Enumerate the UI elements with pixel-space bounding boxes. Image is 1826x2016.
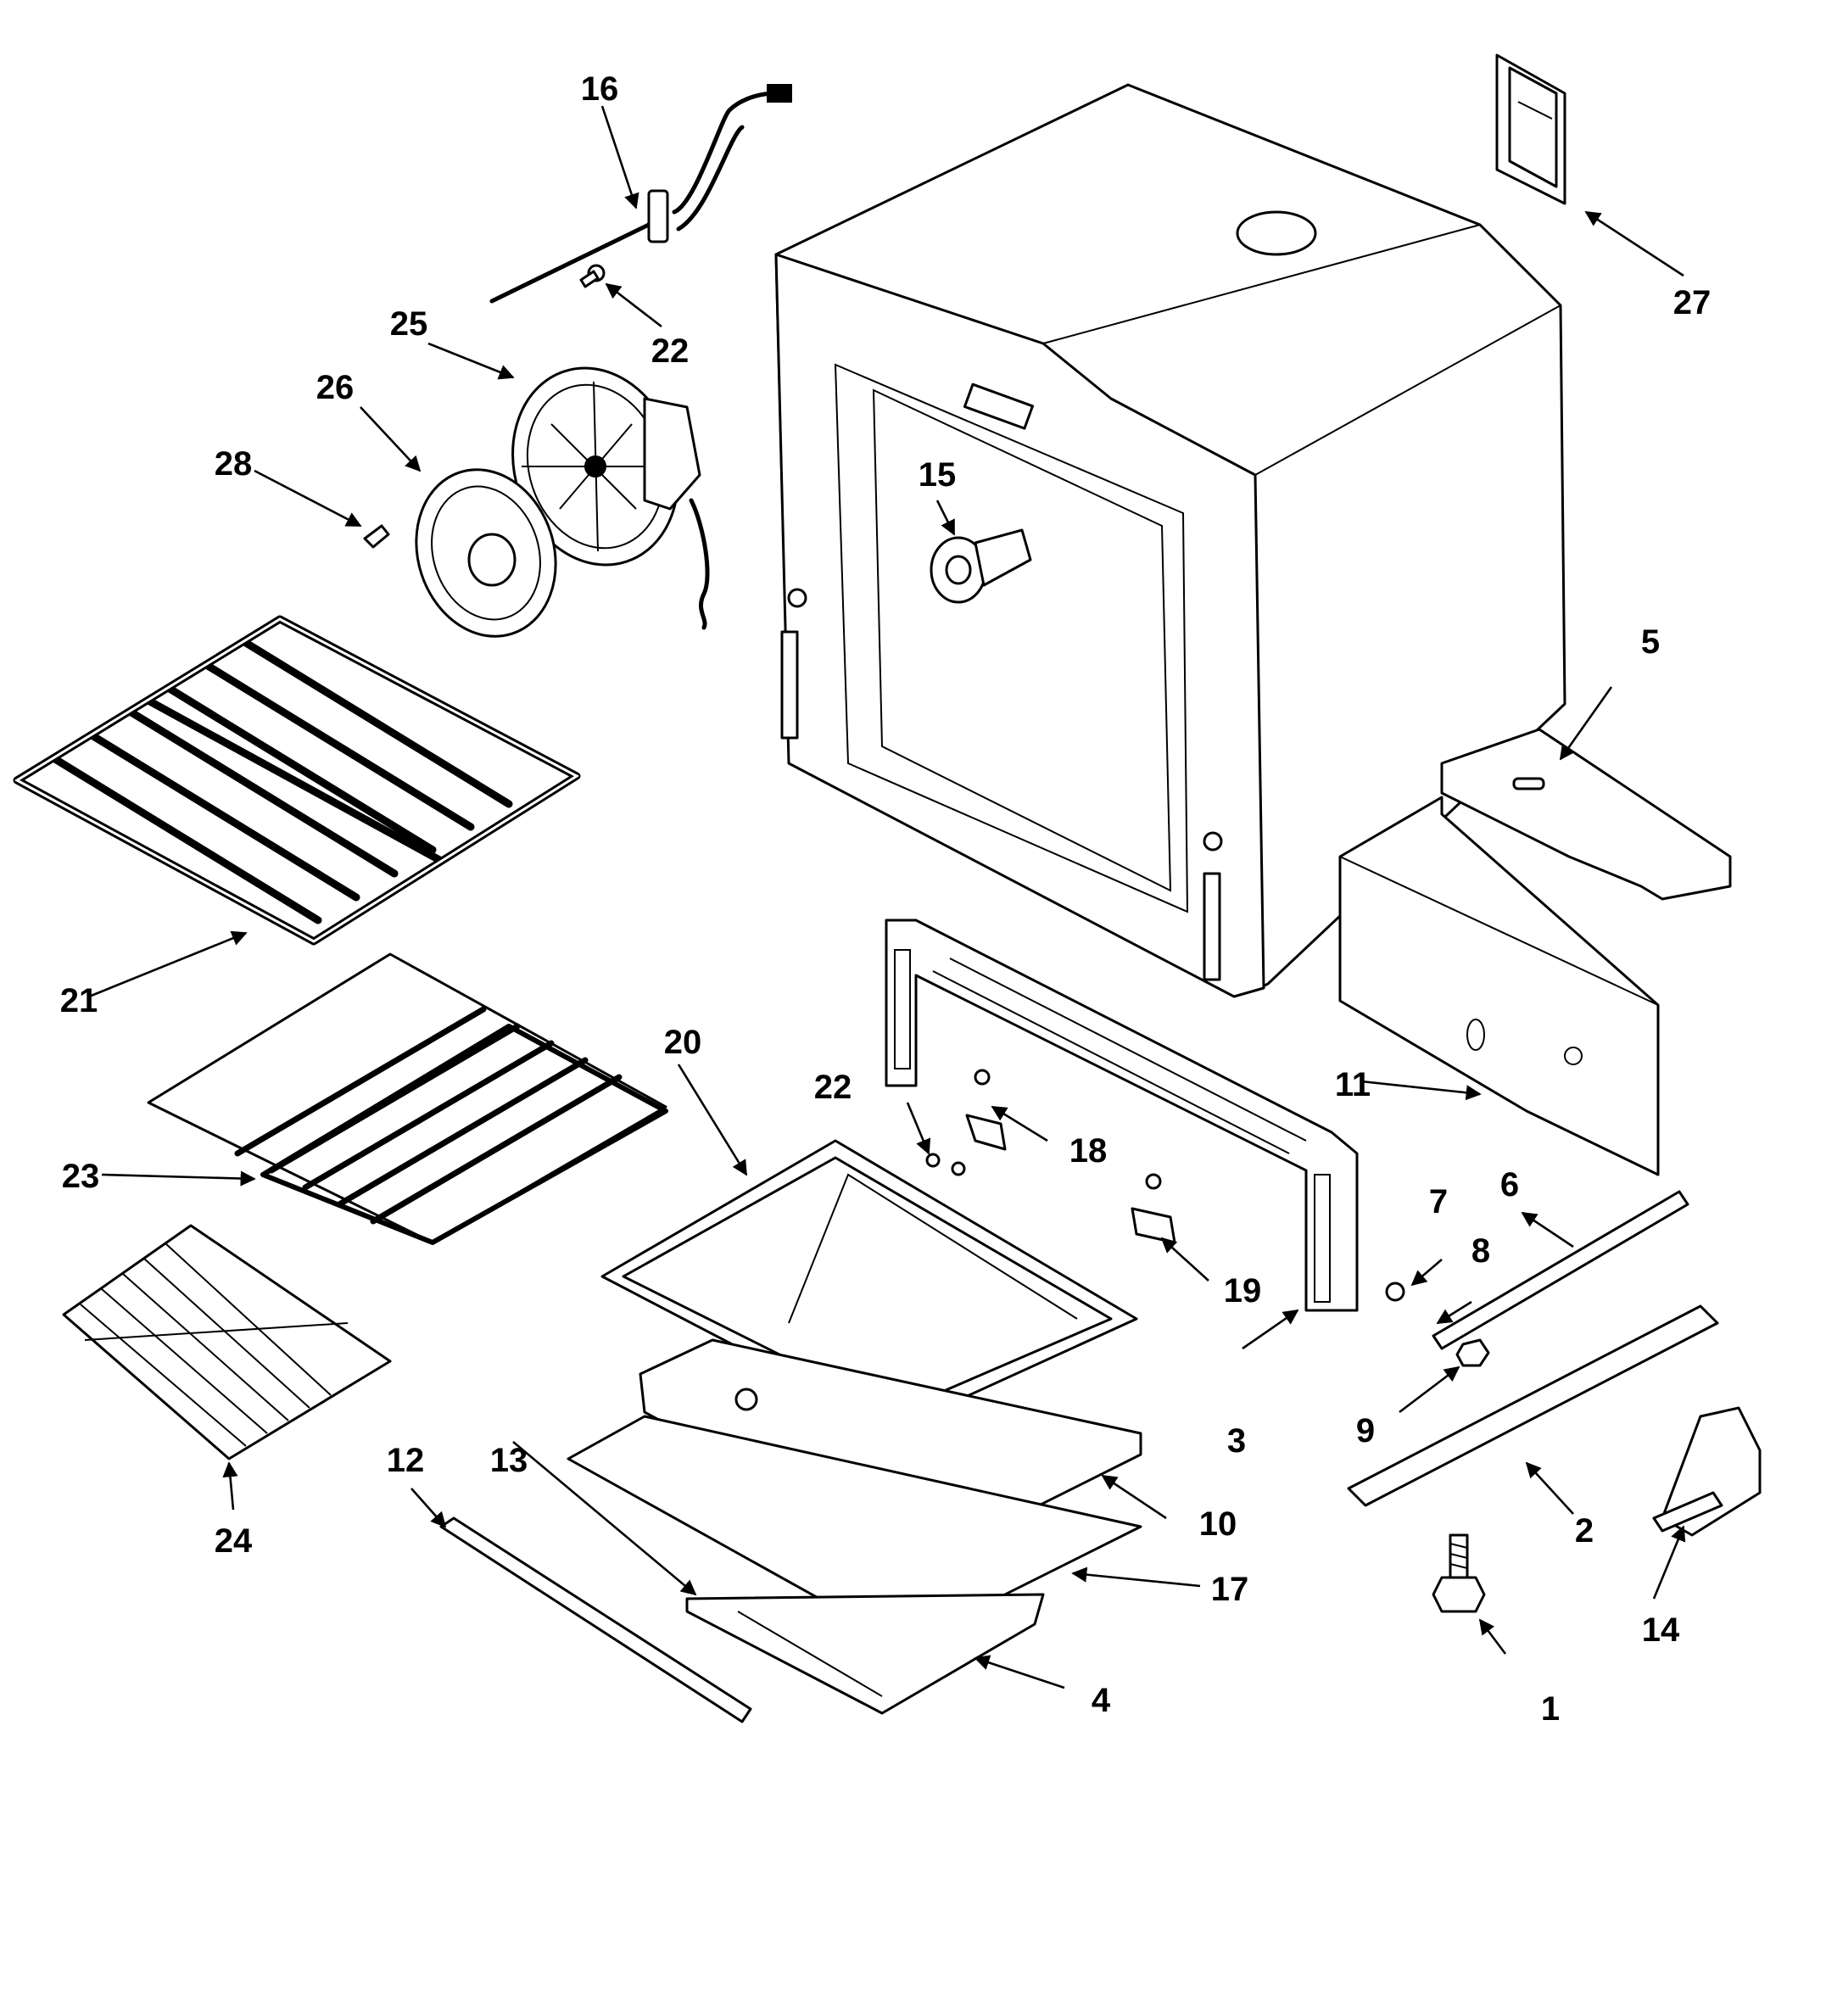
callout-21: 21 [60, 982, 98, 1019]
side-rail-2 [1347, 1304, 1719, 1507]
callout-22-upper: 22 [651, 332, 690, 370]
temperature-sensor [489, 84, 792, 304]
callout-26: 26 [316, 369, 355, 406]
door-clip-18 [925, 1069, 1007, 1176]
callout-12: 12 [387, 1442, 425, 1479]
screw-fan [363, 524, 390, 549]
side-rail-6 [1432, 1190, 1689, 1350]
callout-24: 24 [215, 1522, 253, 1560]
callout-9: 9 [1356, 1412, 1375, 1449]
door-clip-19 [1131, 1173, 1176, 1244]
nut-9 [1455, 1338, 1490, 1367]
callout-17: 17 [1211, 1571, 1249, 1608]
callout-6: 6 [1500, 1166, 1519, 1203]
callout-28: 28 [215, 445, 253, 483]
callout-8: 8 [1471, 1232, 1490, 1270]
side-rail-left [439, 1516, 752, 1723]
callout-14: 14 [1642, 1611, 1680, 1649]
callout-13: 13 [490, 1442, 528, 1479]
callout-27: 27 [1673, 284, 1712, 321]
bottom-liner [567, 1415, 1142, 1715]
callout-1: 1 [1541, 1690, 1560, 1728]
callout-4: 4 [1092, 1682, 1111, 1719]
callout-10: 10 [1199, 1505, 1237, 1543]
callout-25: 25 [390, 305, 428, 343]
callout-3: 3 [1227, 1422, 1246, 1460]
callout-20: 20 [664, 1024, 702, 1061]
anti-tip-bracket [1652, 1406, 1762, 1537]
callout-7: 7 [1429, 1183, 1448, 1220]
bottom-support-bracket [1440, 728, 1732, 901]
oven-cavity [774, 83, 1566, 998]
callout-16: 16 [581, 70, 619, 108]
callout-leaders [88, 105, 1686, 1689]
vent-cover [1495, 53, 1566, 205]
callout-23: 23 [62, 1158, 100, 1195]
callout-11: 11 [1335, 1066, 1371, 1103]
screw-7 [1385, 1282, 1405, 1302]
oven-rack-23 [147, 952, 668, 1245]
callout-5: 5 [1641, 623, 1660, 661]
convection-fan-motor [511, 366, 710, 630]
fan-blade [415, 468, 557, 638]
screw-top [579, 264, 606, 288]
roll-out-rack [62, 1224, 392, 1460]
callout-22-lower: 22 [814, 1069, 852, 1106]
oven-light-socket [930, 528, 1032, 604]
oven-rack [13, 615, 581, 946]
callout-15: 15 [919, 456, 957, 494]
leveling-leg [1432, 1533, 1486, 1613]
callout-18: 18 [1069, 1132, 1108, 1170]
front-frame [885, 919, 1359, 1312]
heat-shield [1338, 796, 1660, 1176]
callout-19: 19 [1224, 1272, 1262, 1310]
callout-labels: 1 2 3 4 5 6 7 8 9 10 11 12 13 14 15 16 1… [60, 70, 1712, 1728]
callout-2: 2 [1575, 1512, 1594, 1550]
